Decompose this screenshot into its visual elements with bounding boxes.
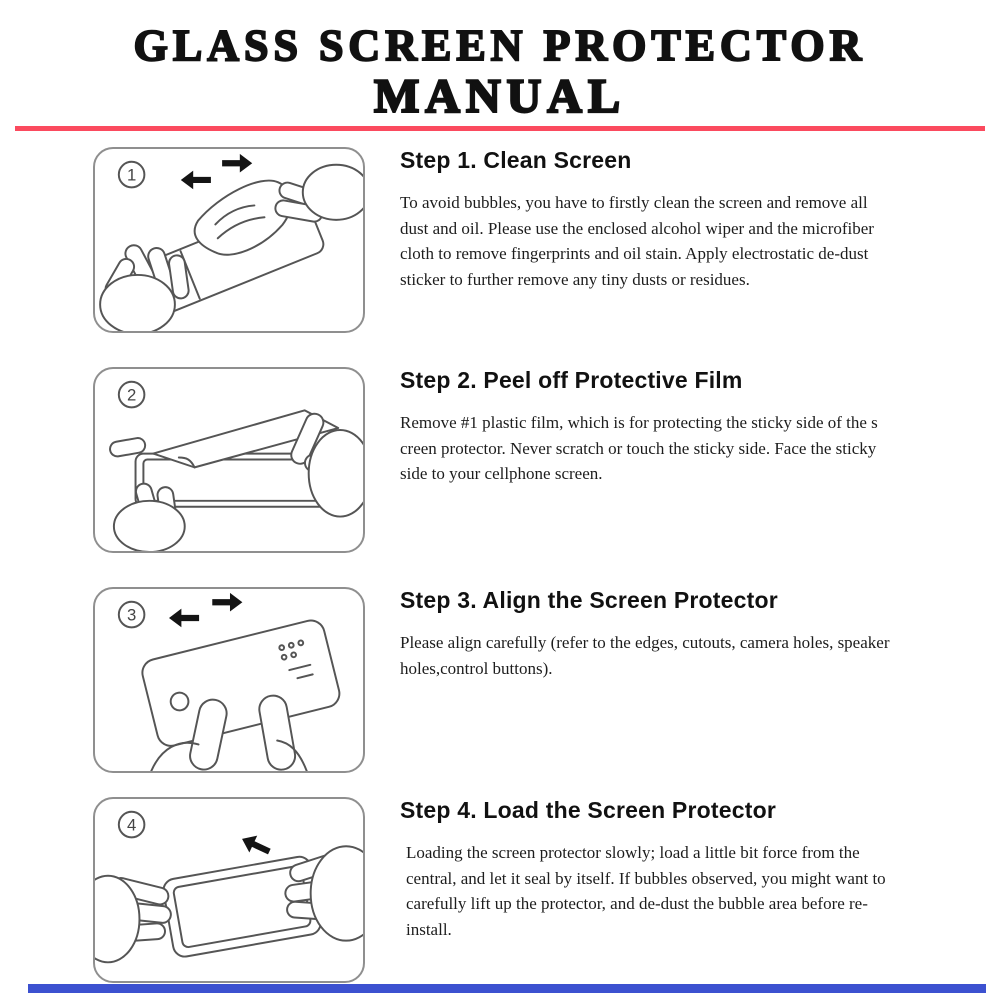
step-3-section: 3 <box>0 587 1000 773</box>
cleaning-cloth-icon <box>193 179 293 256</box>
thumb-right <box>258 694 297 771</box>
step-3-heading: Step 3. Align the Screen Protector <box>400 587 778 613</box>
hand-base-left <box>150 741 200 771</box>
clean-screen-illustration: 1 <box>99 153 363 331</box>
phone-illustration <box>141 619 341 747</box>
arrow-right-icon <box>222 153 253 173</box>
step-1-body: To avoid bubbles, you have to firstly cl… <box>400 193 874 289</box>
step-1-heading: Step 1. Clean Screen <box>400 147 632 173</box>
step-2-heading: Step 2. Peel off Protective Film <box>400 367 743 393</box>
load-protector-illustration: 4 <box>95 810 363 964</box>
step-4-heading: Step 4. Load the Screen Protector <box>400 797 776 823</box>
step-2-body: Remove #1 plastic film, which is for pro… <box>400 413 878 483</box>
page-title: GLASS SCREEN PROTECTOR <box>133 20 867 71</box>
step-4-body: Loading the screen protector slowly; loa… <box>406 843 886 939</box>
step-3-text: Step 3. Align the Screen Protector Pleas… <box>400 587 895 681</box>
hand-top-right <box>274 163 363 223</box>
step-3-body: Please align carefully (refer to the edg… <box>400 633 890 678</box>
page-subtitle: MANUAL <box>373 70 626 124</box>
svg-text:2: 2 <box>127 385 136 404</box>
svg-text:3: 3 <box>127 605 136 624</box>
title-block: GLASS SCREEN PROTECTOR MANUAL <box>0 0 1000 123</box>
step-number-badge: 2 <box>117 380 146 409</box>
step-4-text: Step 4. Load the Screen Protector Loadin… <box>400 797 895 942</box>
hand-right <box>290 412 363 518</box>
arrow-right-icon <box>212 592 243 612</box>
arrow-down-left-icon <box>242 835 271 855</box>
arrow-left-icon <box>180 170 211 190</box>
align-protector-illustration: 3 <box>117 592 341 771</box>
step-4-section: 4 <box>0 797 1000 983</box>
wiper-sachet-icon <box>109 437 147 458</box>
peel-film-illustration: 2 <box>109 380 363 551</box>
step-3-illustration: 3 <box>93 587 365 773</box>
hand-bottom-left <box>112 482 186 551</box>
step-number-badge: 1 <box>117 160 146 189</box>
red-divider <box>15 126 985 131</box>
step-4-illustration: 4 <box>93 797 365 983</box>
svg-text:1: 1 <box>127 165 136 184</box>
hand-base-right <box>276 739 308 771</box>
hand-right <box>284 845 363 942</box>
step-2-section: 2 <box>0 367 1000 553</box>
hand-left <box>95 874 172 964</box>
svg-text:4: 4 <box>127 815 136 834</box>
step-2-illustration: 2 <box>93 367 365 553</box>
hand-bottom-left <box>99 244 190 331</box>
step-2-text: Step 2. Peel off Protective Film Remove … <box>400 367 895 487</box>
step-number-badge: 3 <box>117 600 146 629</box>
phone-illustration <box>162 855 322 958</box>
step-1-illustration: 1 <box>93 147 365 333</box>
step-number-badge: 4 <box>117 810 146 839</box>
thumb-left <box>189 698 228 771</box>
protective-film-icon <box>152 409 340 469</box>
step-1-text: Step 1. Clean Screen To avoid bubbles, y… <box>400 147 895 292</box>
blue-divider <box>28 984 986 993</box>
arrow-left-icon <box>168 608 200 628</box>
step-1-section: 1 <box>0 147 1000 333</box>
